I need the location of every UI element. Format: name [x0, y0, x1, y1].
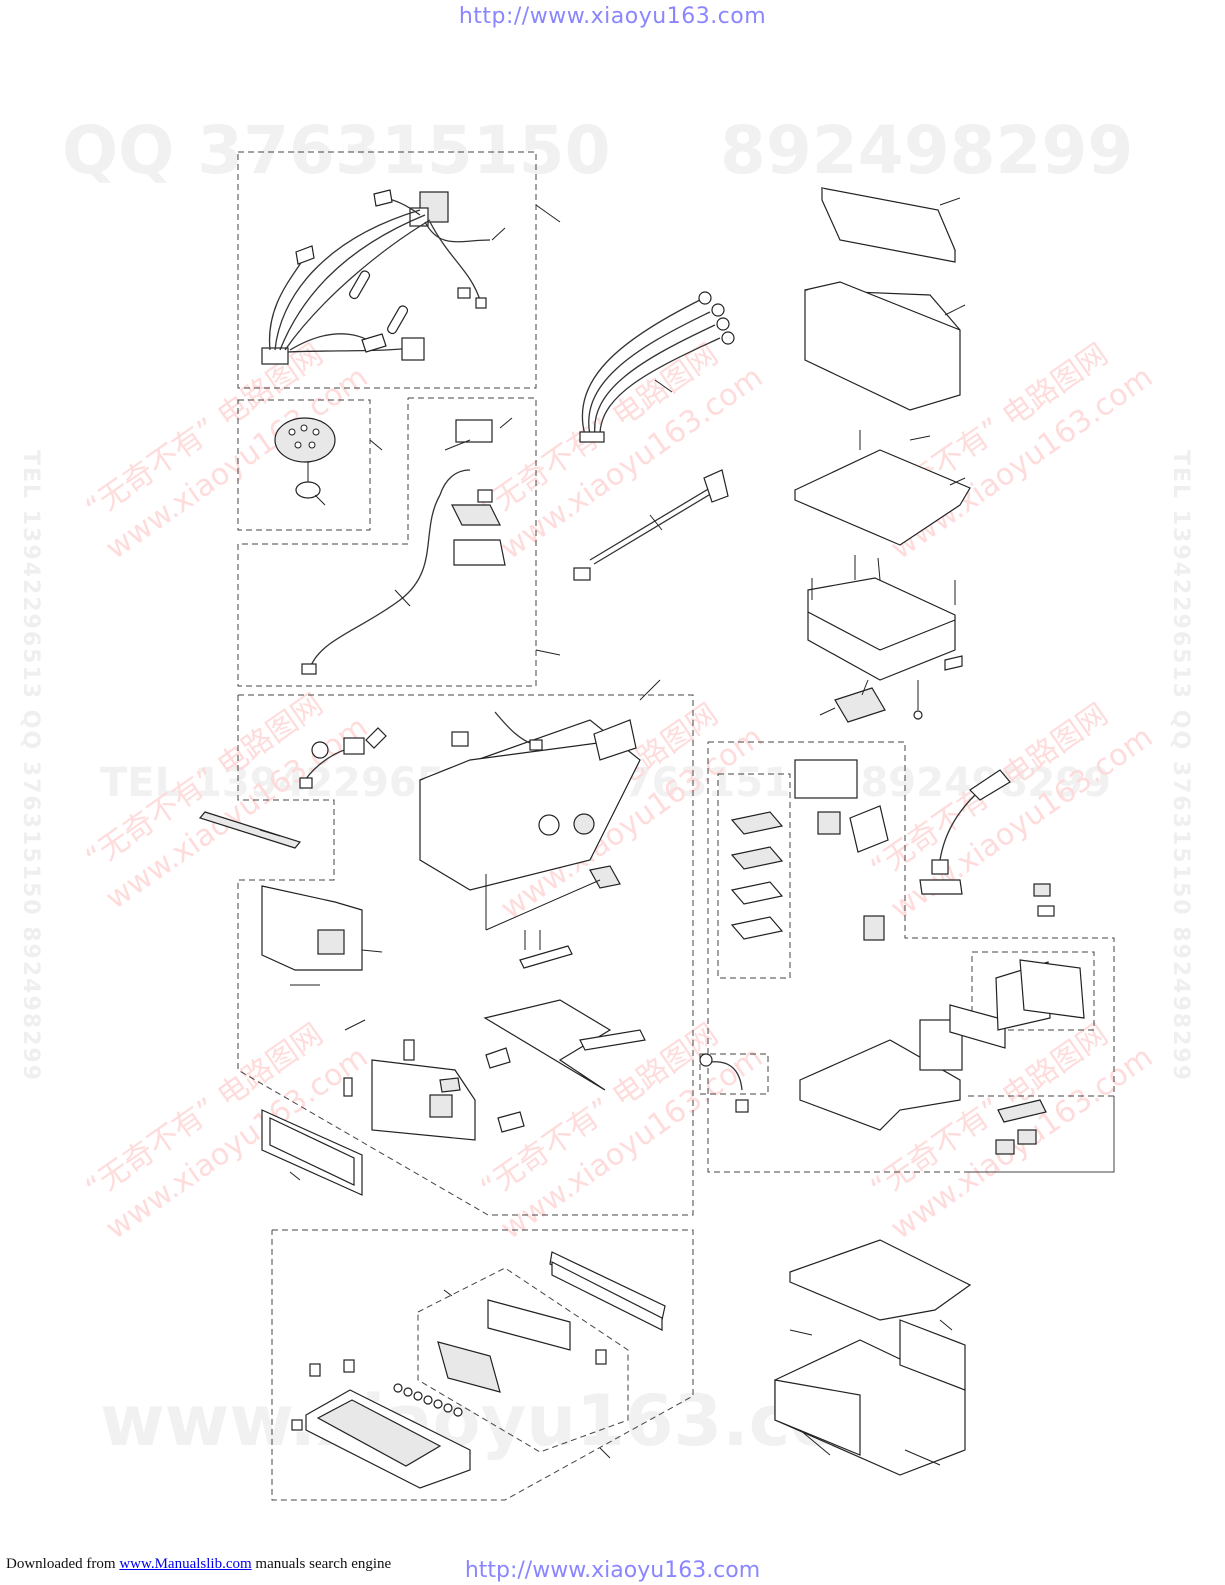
face-bezel: [261, 1109, 363, 1196]
box-remote: [237, 399, 371, 531]
watermark-vertical-right: TEL 13942296513 QQ 376315150 892498299: [1168, 450, 1193, 1083]
group-boxes: [237, 151, 1115, 1501]
chassis-mechanism: [807, 555, 963, 723]
watermark-qq-left: QQ 376315150: [62, 112, 611, 189]
remote-control: [274, 417, 383, 506]
lower-chassis: [774, 1239, 972, 1476]
box-front-panel: [271, 1229, 694, 1501]
rca-cable: [579, 291, 735, 443]
footer-suffix: manuals search engine: [255, 1556, 392, 1572]
box-wiring-harness: [237, 151, 537, 389]
bottom-url[interactable]: http://www.xiaoyu163.com: [464, 1558, 761, 1583]
mounting-sleeve: [804, 281, 966, 411]
top-cover: [794, 430, 971, 546]
manualslib-link[interactable]: www.Manualslib.com: [119, 1556, 252, 1572]
wiring-harness: [261, 189, 561, 365]
lower-plate: [343, 1019, 525, 1141]
button-row: [393, 1383, 463, 1417]
front-bracket: [261, 885, 383, 986]
carrying-case: [820, 187, 961, 263]
mechanism-assembly: [419, 679, 661, 931]
box-main-board: [707, 741, 1115, 1173]
top-url[interactable]: http://www.xiaoyu163.com: [458, 4, 767, 29]
main-board: [794, 759, 1006, 1131]
footer-download-note: Downloaded from www.Manualslib.com manua…: [6, 1556, 391, 1573]
footer-prefix: Downloaded from: [6, 1556, 116, 1572]
sub-parts-stack: [730, 811, 784, 940]
box-lcd-sub: [417, 1267, 629, 1453]
watermark-vertical-left: TEL 13942296513 QQ 376315150 892498299: [18, 450, 43, 1083]
box-antenna-module: [237, 397, 537, 687]
box-mechanism: [237, 694, 694, 1216]
trim-strip: [198, 811, 302, 849]
antenna-module: [301, 417, 561, 675]
watermark-qq-right: 892498299: [720, 112, 1134, 189]
box-display-board: [971, 951, 1095, 1031]
antenna-jack: [919, 769, 1011, 895]
box-switch-parts: [968, 1095, 1115, 1173]
small-cable: [699, 1053, 749, 1113]
eject-solenoid: [299, 727, 387, 789]
din-cable: [573, 469, 729, 581]
display-board: [995, 883, 1085, 1031]
front-panel: [291, 1251, 666, 1489]
box-small-cable: [699, 1053, 769, 1095]
harness-plug-bottom: [261, 347, 289, 365]
slide-rails: [483, 930, 646, 1091]
switch-parts: [995, 1099, 1047, 1155]
box-sub-parts: [717, 773, 791, 979]
